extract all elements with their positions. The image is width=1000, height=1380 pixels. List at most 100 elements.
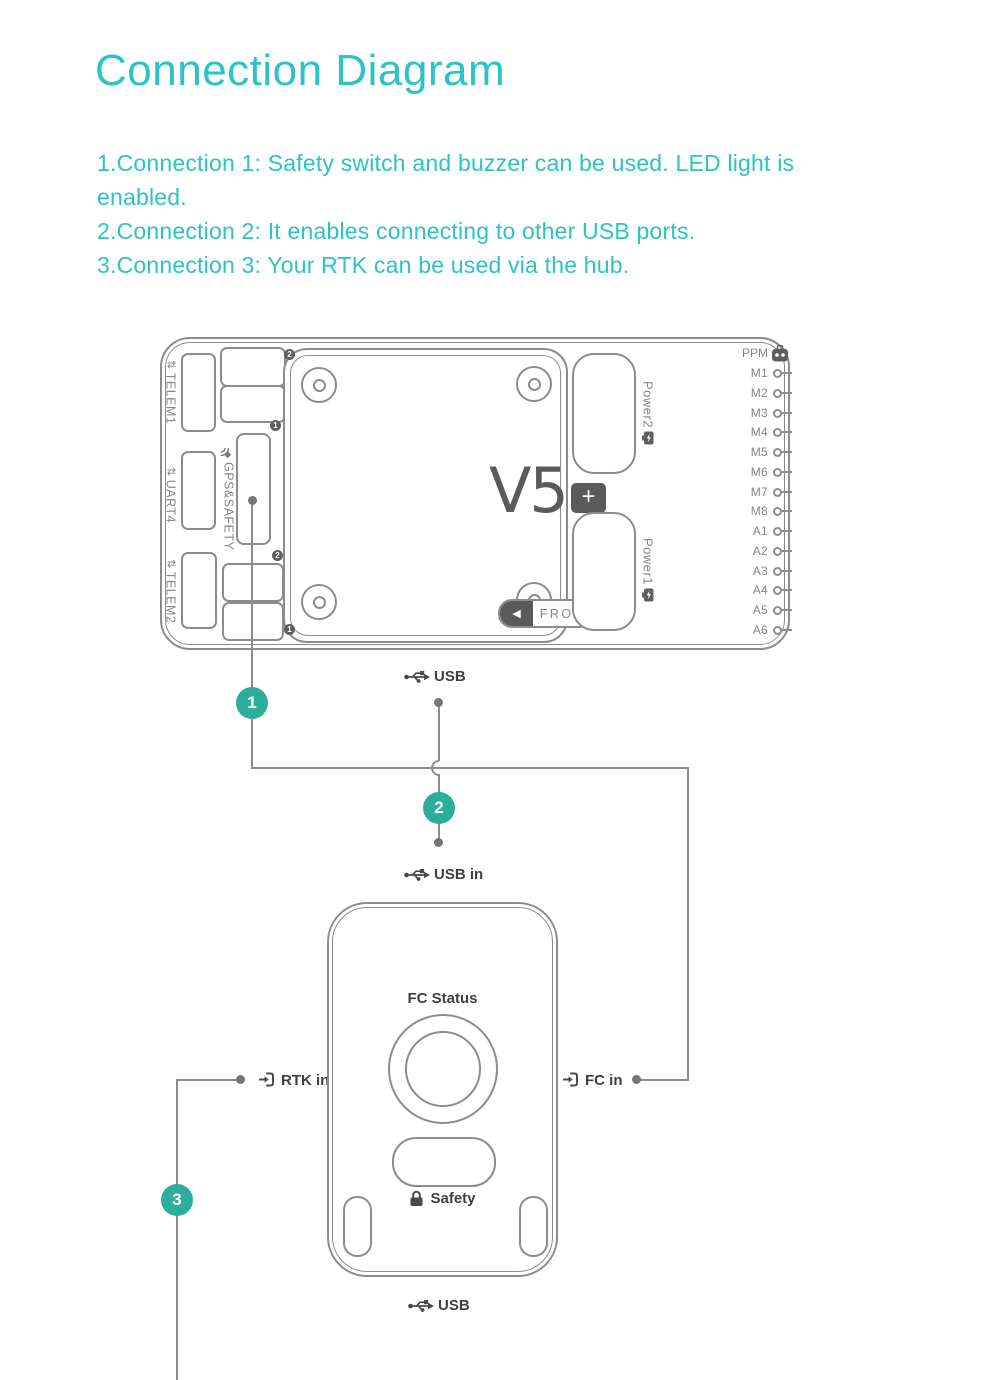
- lock-icon: [410, 1190, 423, 1206]
- port-pin-icon: [773, 368, 782, 378]
- port-label: M4: [750, 425, 768, 439]
- ppm-label: PPM: [741, 346, 768, 360]
- board-outline-inner: [165, 342, 785, 645]
- usb-top-label: USB: [434, 668, 466, 685]
- connection1-line-to-fc-in: [637, 1079, 689, 1081]
- input-arrow-icon: [563, 1072, 578, 1087]
- port-row-a2: A2: [730, 544, 792, 558]
- usb-in-label: USB in: [434, 866, 484, 883]
- port-pin-icon: [773, 447, 782, 457]
- port-label: M6: [750, 465, 768, 479]
- connection1-line-vertical: [251, 500, 253, 768]
- port-pin-line: [782, 530, 792, 532]
- port-row-m5: M5: [730, 445, 792, 459]
- pin-marker-1-bottom: 1: [284, 624, 295, 635]
- instruction-line-1: 1.Connection 1: Safety switch and buzzer…: [97, 150, 795, 176]
- connection-marker-2: 2: [423, 792, 455, 824]
- port-label: A4: [752, 583, 768, 597]
- port-pin-icon: [773, 408, 782, 418]
- rtk-in-label: RTK in: [281, 1072, 330, 1089]
- port-pin-icon: [773, 487, 782, 497]
- top-connector-b: [220, 385, 286, 423]
- hub-slot-pill: [392, 1137, 496, 1187]
- port-row-m8: M8: [730, 504, 792, 518]
- uart4-port-label: ⇅UART4: [163, 467, 178, 523]
- power1-connector: [572, 512, 636, 631]
- telem1-port-label: ⇅TELEM1: [163, 360, 178, 425]
- fc-status-button-inner: [405, 1031, 481, 1107]
- port-pin-line: [782, 451, 792, 453]
- port-label: M2: [750, 386, 768, 400]
- fc-status-label: FC Status: [407, 990, 478, 1007]
- port-pin-line: [782, 550, 792, 552]
- instructions: 1.Connection 1: Safety switch and buzzer…: [97, 146, 794, 282]
- port-pin-line: [782, 491, 792, 493]
- center-plate-inner-outline: [290, 355, 561, 636]
- gps-connector-dot: [248, 496, 257, 505]
- gps-safety-connector: [236, 433, 271, 545]
- port-label: A5: [752, 603, 768, 617]
- port-pin-icon: [773, 605, 782, 615]
- hub-device: FC Status Safety: [327, 902, 558, 1277]
- flight-controller-board: ⇅TELEM1 ⇅UART4 ⇅TELEM2 GPS&SAFETY 2 1 2 …: [160, 337, 792, 650]
- fc-in-label: FC in: [585, 1072, 623, 1089]
- satellite-icon: [220, 447, 231, 458]
- power1-label: Power1: [640, 538, 656, 586]
- usb-bottom-label: USB: [438, 1297, 470, 1314]
- port-pin-line: [782, 431, 792, 433]
- hub-foot-right: [519, 1196, 548, 1257]
- screw-hole-top-left: [301, 367, 337, 403]
- port-label: M3: [750, 406, 768, 420]
- connection3-line-vertical: [176, 1079, 178, 1380]
- rtk-in-dot: [236, 1075, 245, 1084]
- hub-outline-inner: [332, 907, 553, 1272]
- power1-label-group: Power1: [638, 538, 658, 602]
- gps-safety-label: GPS&SAFETY: [221, 462, 236, 551]
- connection3-line-horizontal: [176, 1079, 242, 1081]
- port-label: M8: [750, 504, 768, 518]
- port-pin-icon: [773, 506, 782, 516]
- hub-foot-left: [343, 1196, 372, 1257]
- safety-label-group: Safety: [327, 1189, 558, 1207]
- center-plate: V5 + ◀ FRONT: [283, 348, 606, 643]
- bottom-connector-a: [222, 563, 284, 602]
- port-pin-icon: [773, 566, 782, 576]
- port-pin-line: [782, 392, 792, 394]
- power2-label-group: Power2: [638, 381, 658, 445]
- instruction-line-4: 3.Connection 3: Your RTK can be used via…: [97, 252, 630, 278]
- page-title: Connection Diagram: [95, 46, 506, 95]
- uart4-connector: [181, 451, 216, 530]
- port-row-a3: A3: [730, 564, 792, 578]
- v5-plus-badge: +: [571, 483, 606, 513]
- port-label: A3: [752, 564, 768, 578]
- port-pin-icon: [773, 526, 782, 536]
- port-row-a1: A1: [730, 524, 792, 538]
- port-pin-icon: [773, 427, 782, 437]
- telem1-connector: [181, 353, 216, 432]
- power2-label: Power2: [640, 381, 656, 429]
- usb-icon: [408, 1300, 434, 1312]
- port-row-a4: A4: [730, 583, 792, 597]
- port-row-m3: M3: [730, 406, 792, 420]
- port-label: M5: [750, 445, 768, 459]
- v5-logo: V5: [489, 454, 569, 527]
- port-row-m2: M2: [730, 386, 792, 400]
- telem1-updown-icon: ⇅: [164, 360, 177, 370]
- pin-marker-2-top: 2: [284, 349, 295, 360]
- port-label: M7: [750, 485, 768, 499]
- safety-label: Safety: [430, 1189, 476, 1207]
- port-row-a5: A5: [730, 603, 792, 617]
- screw-hole-bottom-left: [301, 584, 337, 620]
- screw-hole-top-right: [516, 366, 552, 402]
- port-label: M1: [750, 366, 768, 380]
- telem2-connector: [181, 552, 217, 629]
- port-pin-line: [782, 412, 792, 414]
- port-pin-icon: [773, 585, 782, 595]
- bottom-connector-b: [222, 602, 284, 641]
- connection1-line-vertical-right: [687, 767, 689, 1081]
- fc-status-button-outer: [388, 1014, 498, 1124]
- port-pin-icon: [773, 388, 782, 398]
- port-row-m7: M7: [730, 485, 792, 499]
- telem2-port-label: ⇅TELEM2: [163, 559, 178, 624]
